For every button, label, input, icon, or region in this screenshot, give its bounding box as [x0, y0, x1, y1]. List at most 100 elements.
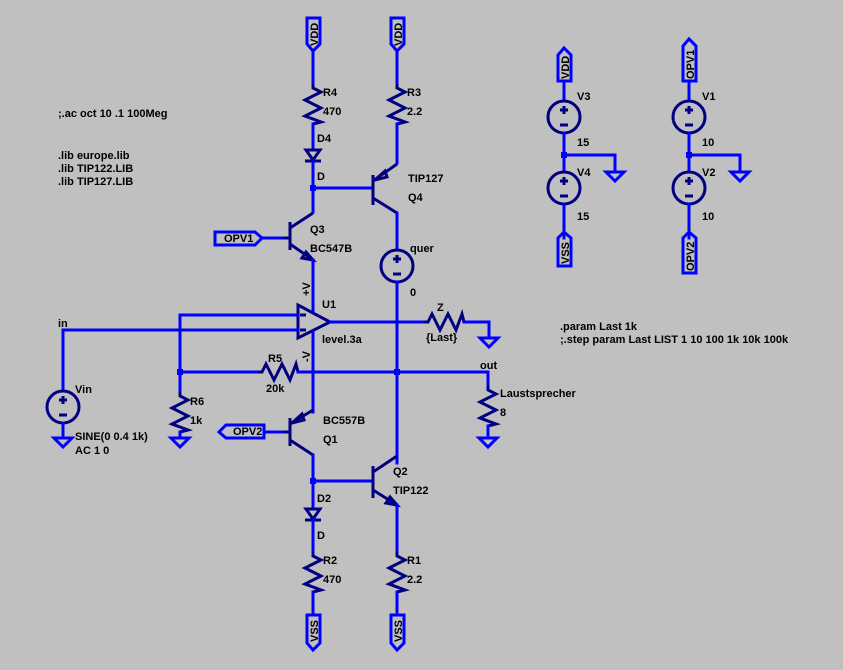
voltage-source-v2[interactable]: [671, 170, 707, 206]
v4-label: V4: [577, 167, 591, 179]
q2-label: Q2: [393, 466, 408, 478]
resistor-r5[interactable]: [256, 362, 300, 382]
resistor-z[interactable]: [422, 312, 466, 332]
r4-label: R4: [323, 87, 338, 99]
resistor-r2[interactable]: [303, 550, 323, 594]
voltage-source-quer[interactable]: [379, 248, 415, 284]
d2-label: D2: [317, 493, 331, 505]
vdd-flag-r3[interactable]: VDD: [389, 16, 406, 54]
q1-label: Q1: [323, 434, 338, 446]
svg-text:VSS: VSS: [309, 620, 321, 642]
u1-value: level.3a: [322, 334, 363, 346]
ground-icon: [477, 436, 499, 449]
q2-value: TIP122: [393, 485, 428, 497]
q3-label: Q3: [310, 224, 325, 236]
v3-label: V3: [577, 91, 590, 103]
r3-value: 2.2: [407, 106, 422, 118]
ground-icon: [52, 436, 74, 449]
resistor-r6[interactable]: [170, 390, 190, 434]
r4-value: 470: [323, 106, 341, 118]
opamp-u1[interactable]: [296, 302, 334, 341]
r2-value: 470: [323, 574, 341, 586]
svg-text:VDD: VDD: [393, 23, 405, 46]
q3-value: BC547B: [310, 243, 352, 255]
z-value: {Last}: [426, 332, 458, 344]
v1-label: V1: [702, 91, 715, 103]
v2-label: V2: [702, 167, 715, 179]
resistor-r1[interactable]: [387, 550, 407, 594]
transistor-q3[interactable]: [282, 211, 317, 263]
svg-text:VSS: VSS: [560, 242, 572, 264]
vdd-flag-v3[interactable]: VDD: [556, 45, 573, 83]
step-directive[interactable]: ;.step param Last LIST 1 10 100 1k 10k 1…: [560, 334, 789, 346]
svg-text:VDD: VDD: [309, 23, 321, 46]
opv2-flag-q1[interactable]: OPV2: [216, 423, 266, 440]
opamp-vplus-pin: +V: [301, 282, 313, 296]
vss-flag-v4[interactable]: VSS: [556, 229, 573, 268]
ground-icon: [169, 436, 191, 449]
r2-label: R2: [323, 555, 337, 567]
junction: [394, 369, 400, 375]
ground-icon: [729, 170, 751, 183]
r1-label: R1: [407, 555, 421, 567]
ground-icon: [478, 336, 500, 349]
vdd-flag-r4[interactable]: VDD: [305, 16, 322, 54]
ground-icon: [604, 170, 626, 183]
v1-value: 10: [702, 137, 714, 149]
vin-label: Vin: [75, 384, 92, 396]
quer-value: 0: [410, 287, 416, 299]
r1-value: 2.2: [407, 574, 422, 586]
svg-text:OPV2: OPV2: [685, 242, 697, 271]
transistor-q4[interactable]: [371, 162, 398, 215]
svg-text:VSS: VSS: [393, 620, 405, 642]
vin-value: SINE(0 0.4 1k): [75, 431, 148, 443]
voltage-source-v1[interactable]: [671, 99, 707, 135]
d4-value: D: [317, 171, 325, 183]
quer-label: quer: [410, 243, 435, 255]
v2-value: 10: [702, 211, 714, 223]
svg-text:OPV1: OPV1: [224, 233, 253, 245]
laustsprecher-value: 8: [500, 407, 506, 419]
voltage-source-v3[interactable]: [546, 99, 582, 135]
q4-label: Q4: [408, 192, 424, 204]
svg-text:OPV1: OPV1: [685, 50, 697, 79]
resistor-r4[interactable]: [303, 82, 323, 126]
resistor-laustsprecher[interactable]: [478, 384, 498, 428]
r3-label: R3: [407, 87, 421, 99]
z-label: Z: [437, 302, 444, 314]
q4-value: TIP127: [408, 173, 443, 185]
r5-value: 20k: [266, 383, 285, 395]
diode-d2[interactable]: [303, 507, 323, 522]
voltage-source-v4[interactable]: [546, 170, 582, 206]
d4-label: D4: [317, 133, 332, 145]
d2-value: D: [317, 530, 325, 542]
laustsprecher-label: Laustsprecher: [500, 388, 577, 400]
net-label-out: out: [480, 360, 497, 372]
param-directive[interactable]: .param Last 1k: [560, 321, 638, 333]
lib-directive-tip127[interactable]: .lib TIP127.LIB: [58, 176, 133, 188]
net-label-in: in: [58, 318, 68, 330]
vss-flag-r1[interactable]: VSS: [389, 613, 406, 653]
r5-label: R5: [268, 353, 282, 365]
vss-flag-r2[interactable]: VSS: [305, 613, 322, 653]
u1-label: U1: [322, 299, 336, 311]
ac-directive[interactable]: ;.ac oct 10 .1 100Meg: [58, 108, 167, 120]
vin-ac: AC 1 0: [75, 445, 109, 457]
svg-text:OPV2: OPV2: [233, 426, 262, 438]
lib-directive-tip122[interactable]: .lib TIP122.LIB: [58, 163, 133, 175]
lib-directive-europe[interactable]: .lib europe.lib: [58, 150, 130, 162]
opv1-flag-v1[interactable]: OPV1: [681, 36, 698, 83]
v4-value: 15: [577, 211, 589, 223]
r6-value: 1k: [190, 415, 203, 427]
opv1-flag-q3[interactable]: OPV1: [213, 230, 265, 247]
diode-d4[interactable]: [303, 148, 323, 163]
r6-label: R6: [190, 396, 204, 408]
resistor-r3[interactable]: [387, 82, 407, 126]
transistor-q1[interactable]: [282, 408, 314, 457]
transistor-q2[interactable]: [371, 454, 401, 508]
opamp-vminus-pin: -V: [301, 350, 313, 362]
q1-value: BC557B: [323, 415, 365, 427]
svg-text:VDD: VDD: [560, 56, 572, 79]
opv2-flag-v2[interactable]: OPV2: [681, 229, 698, 275]
